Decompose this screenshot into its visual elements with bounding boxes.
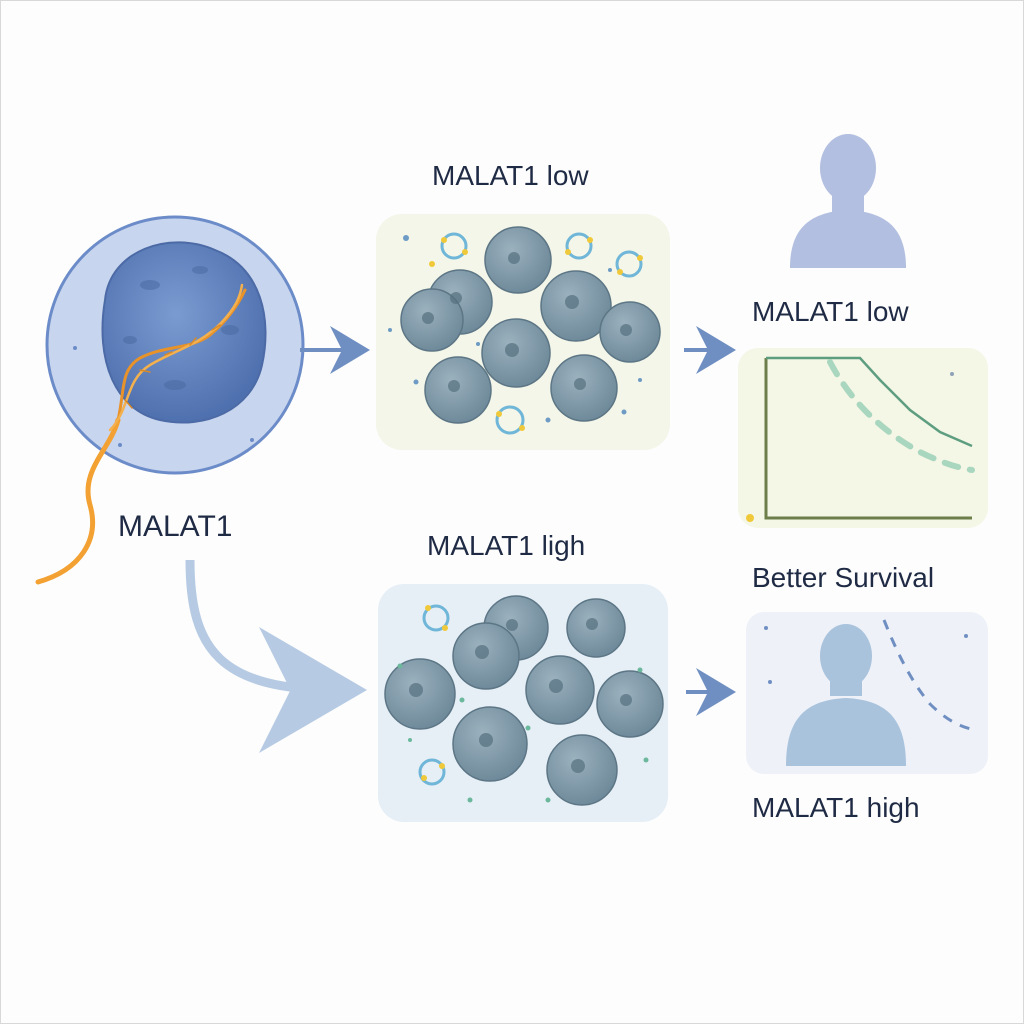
rna-strand-icon [35, 283, 247, 585]
malat1-cell-icon [45, 215, 305, 475]
high-group-label: MALAT1 ligh [427, 530, 586, 561]
high-outcome-label: MALAT1 high [752, 792, 920, 823]
person-icon [786, 624, 906, 766]
gene-label: MALAT1 [118, 510, 233, 543]
low-group-label: MALAT1 low [432, 160, 589, 191]
tumor-cells-low-panel [376, 214, 670, 450]
survival-label: Better Survival [752, 562, 935, 593]
person-icon [790, 134, 906, 268]
tumor-cells-high-panel [378, 584, 668, 822]
person-high-panel [746, 612, 988, 774]
low-outcome-label: MALAT1 low [752, 296, 909, 327]
survival-curve-icon [738, 348, 988, 528]
arrow-icon [185, 559, 367, 753]
